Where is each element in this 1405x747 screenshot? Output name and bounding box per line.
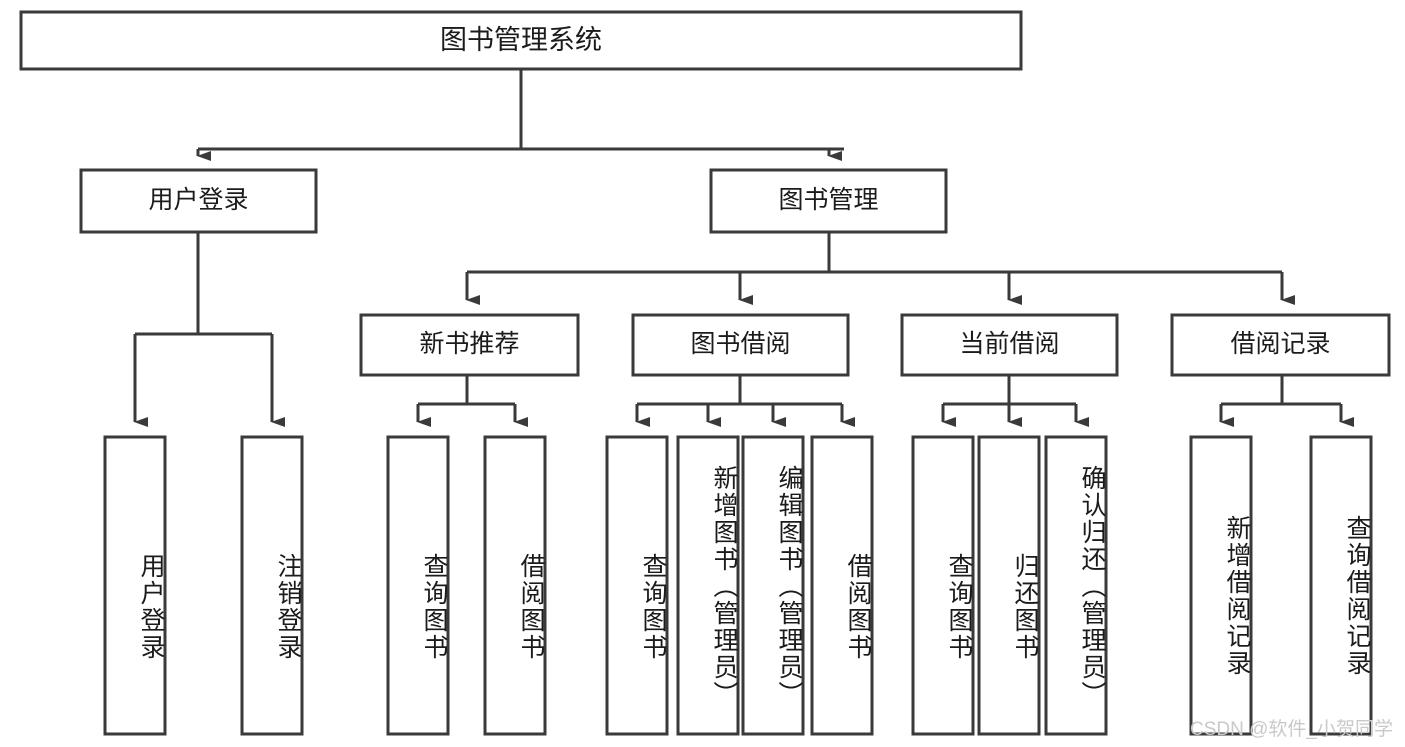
- leaf-box[interactable]: [483, 435, 547, 736]
- node-book-borrow[interactable]: [631, 313, 850, 377]
- connector-root-to-level2: [196, 69, 844, 161]
- leaf-box[interactable]: [977, 435, 1041, 736]
- node-new-book-recommend[interactable]: [359, 313, 580, 377]
- leaf-box[interactable]: [386, 435, 450, 736]
- leaf-box[interactable]: [741, 435, 805, 736]
- connector-bookmgmt-to-level3: [465, 232, 1295, 305]
- leaf-box[interactable]: [911, 435, 975, 736]
- node-current-borrow[interactable]: [900, 313, 1119, 377]
- leaf-box[interactable]: [605, 435, 669, 736]
- node-borrow-record[interactable]: [1170, 313, 1391, 377]
- leaf-box[interactable]: [103, 435, 167, 736]
- leaf-box[interactable]: [676, 435, 740, 736]
- leaf-box[interactable]: [240, 435, 304, 736]
- leaf-box[interactable]: [810, 435, 874, 736]
- node-book-management[interactable]: [709, 168, 948, 234]
- leaf-box[interactable]: [1309, 435, 1373, 736]
- node-root[interactable]: [19, 10, 1023, 71]
- connector-userlogin-to-leaves: [133, 232, 285, 427]
- connector-borrowrecord-to-leaves: [1219, 375, 1354, 427]
- leaf-box[interactable]: [1044, 435, 1108, 736]
- connector-currentborrow-to-leaves: [941, 375, 1089, 427]
- connector-newbook-to-leaves: [416, 375, 528, 427]
- leaf-box[interactable]: [1189, 435, 1253, 736]
- connector-bookborrow-to-leaves: [635, 375, 855, 427]
- node-user-login[interactable]: [79, 168, 318, 234]
